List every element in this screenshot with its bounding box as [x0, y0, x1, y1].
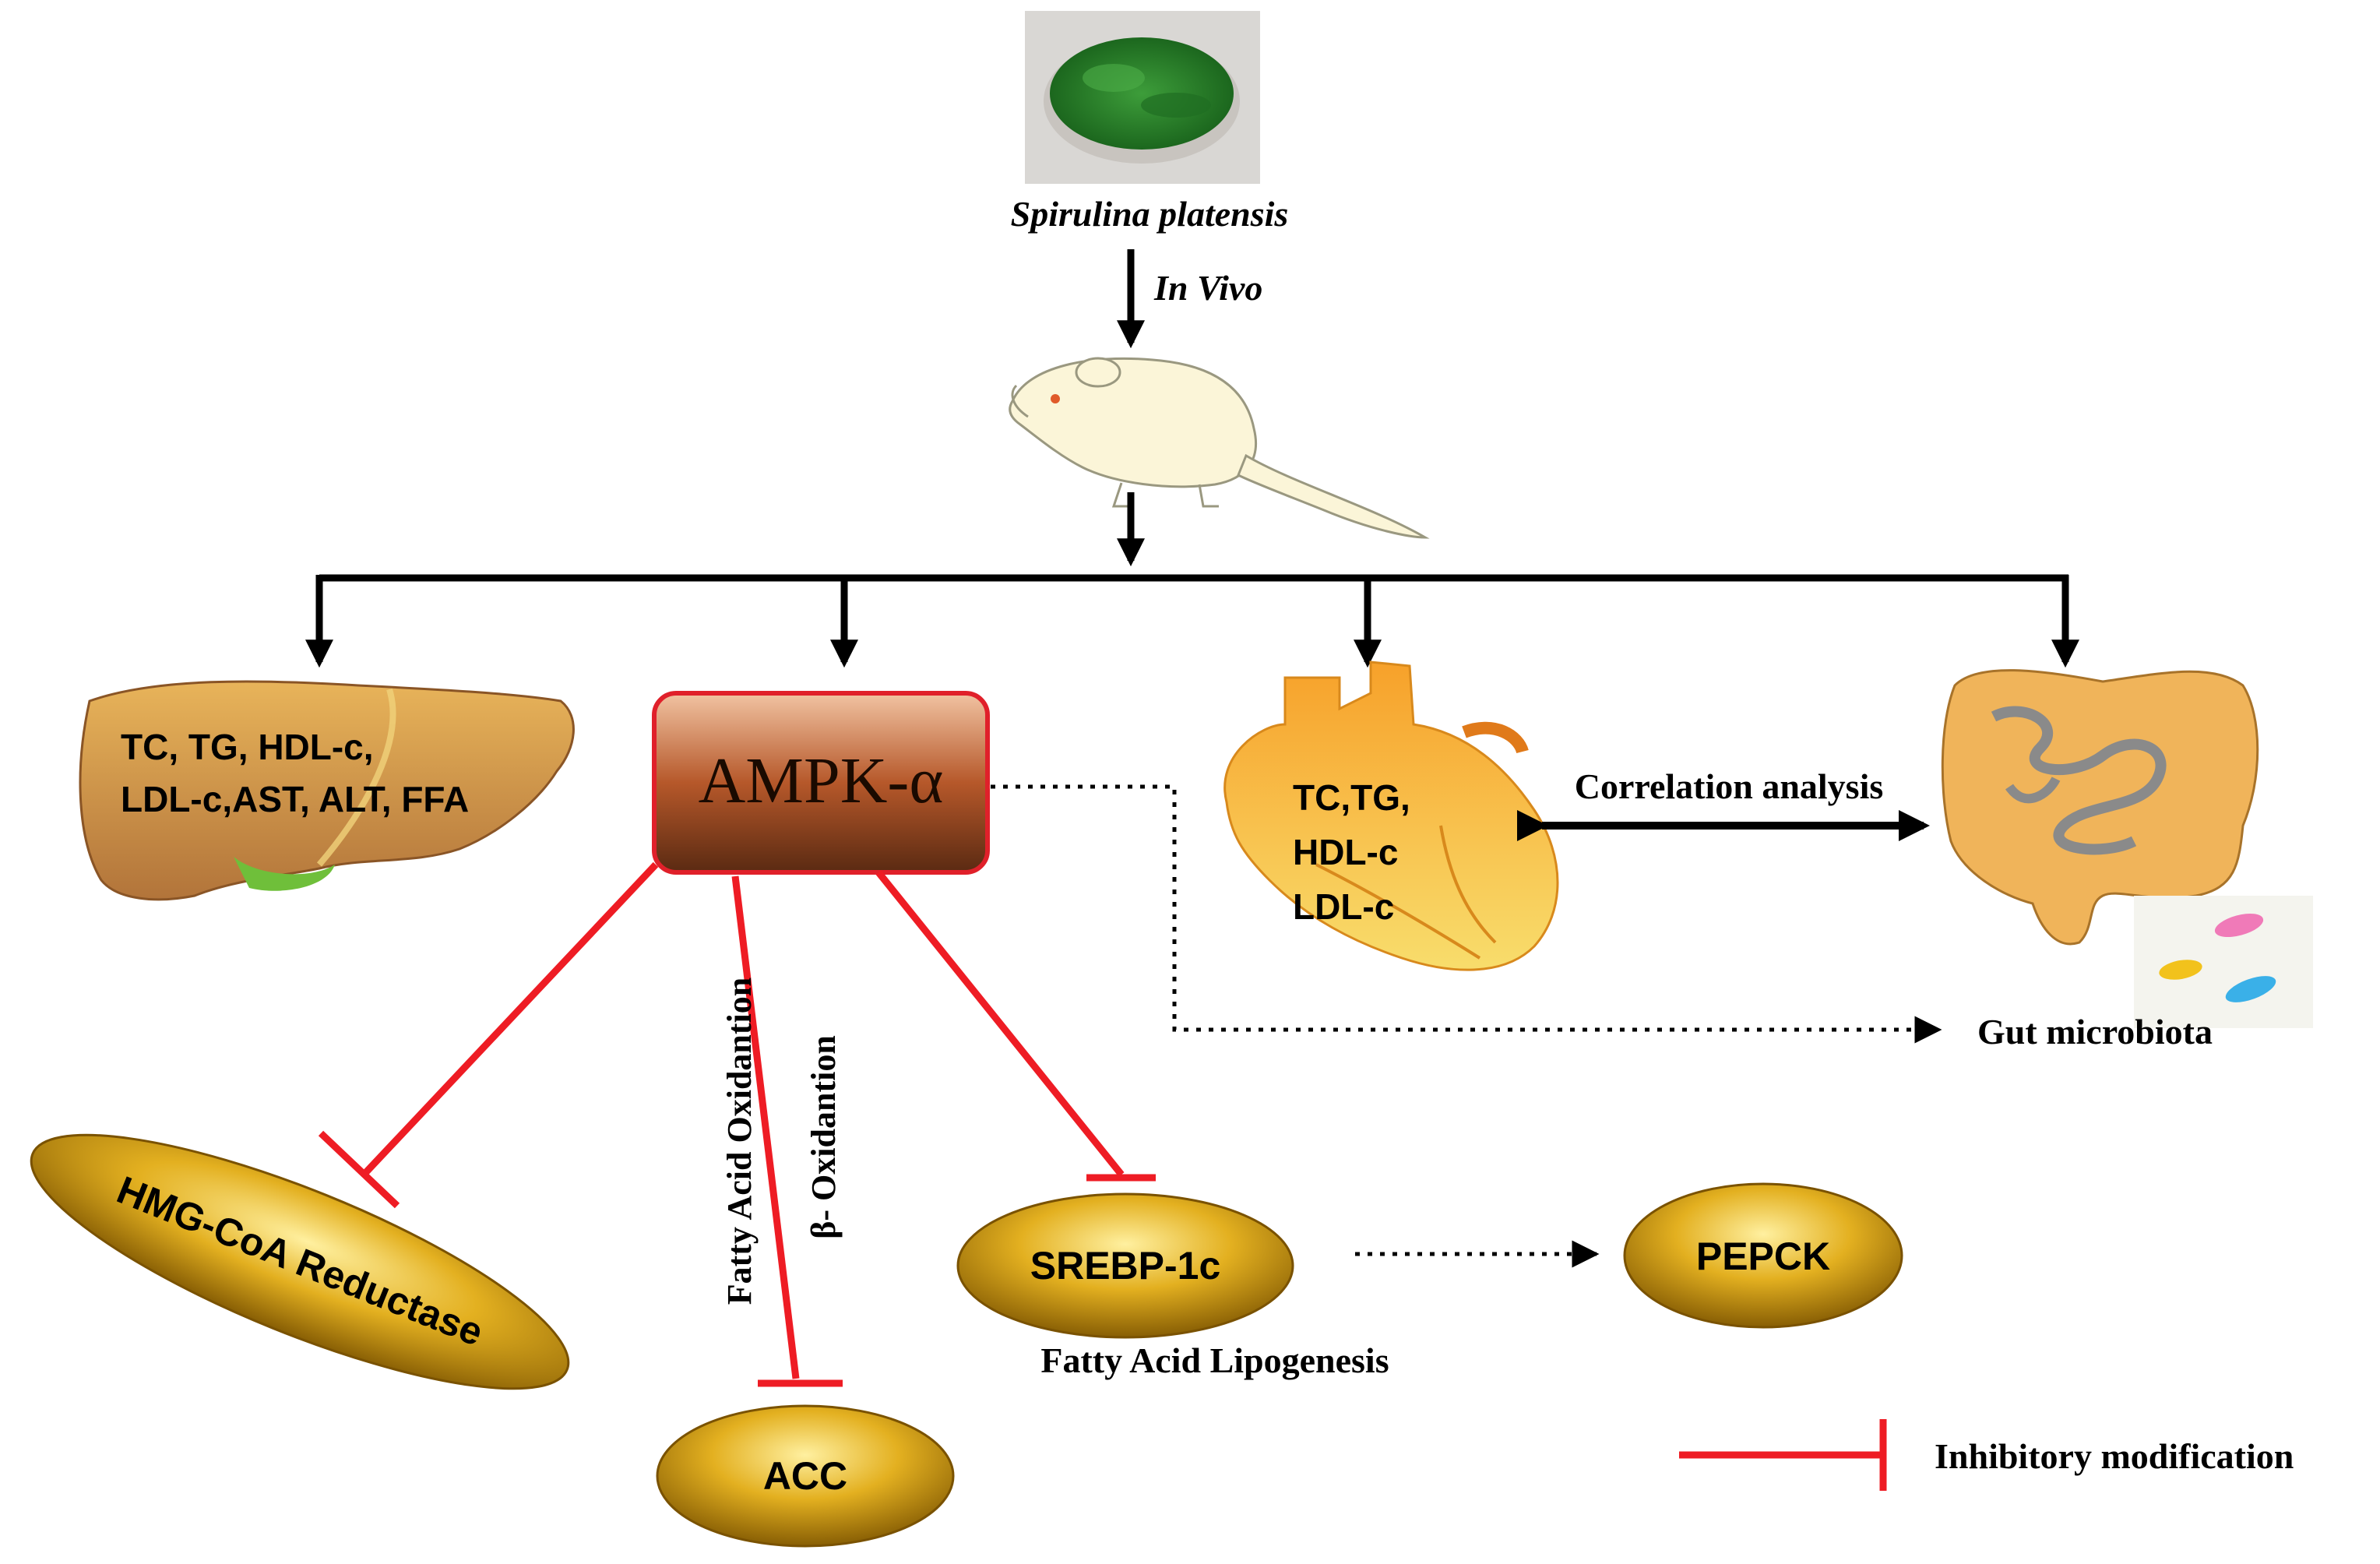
srebp-label: SREBP-1c	[1030, 1244, 1221, 1287]
hmg-coa-reductase-node: HMG-CoA Reductase	[30, 1133, 570, 1390]
spirulina-image	[1025, 11, 1260, 184]
rat-icon	[1009, 357, 1430, 539]
lipogenesis-label: Fatty Acid Lipogenesis	[1040, 1340, 1389, 1380]
in-vivo-label: In Vivo	[1153, 268, 1262, 308]
srebp-node	[956, 1192, 1294, 1339]
pepck-label: PEPCK	[1696, 1235, 1830, 1278]
inhibit-ampk-hmg	[318, 861, 659, 1209]
gut-microbiota-label: Gut microbiota	[1977, 1012, 2213, 1051]
beta-oxidation-label: β- Oxidantion	[804, 1035, 843, 1239]
spirulina-label: Spirulina platensis	[1011, 194, 1289, 234]
ampk-box	[652, 691, 990, 875]
bacteria-icon	[2134, 896, 2313, 1028]
heart-markers-line2: HDL-c	[1293, 832, 1398, 872]
liver-icon	[79, 680, 575, 901]
inhibit-ampk-acc	[731, 875, 843, 1387]
heart-icon	[1223, 660, 1559, 971]
heart-markers-line3: LDL-c	[1293, 886, 1394, 927]
pepck-node	[1623, 1182, 1903, 1329]
acc-label: ACC	[763, 1454, 847, 1498]
legend-inhibitory	[1679, 1419, 1887, 1491]
acc-node	[656, 1404, 955, 1548]
heart-markers-line1: TC,TG,	[1293, 777, 1410, 818]
liver-markers-line1: TC, TG, HDL-c,	[121, 727, 374, 767]
legend-label: Inhibitory modification	[1935, 1436, 2294, 1476]
intestine-icon	[1941, 669, 2259, 946]
fatty-acid-oxidation-label: Fatty Acid Oxidantion	[720, 978, 759, 1305]
inhibit-ampk-srebp	[875, 870, 1156, 1182]
liver-markers-line2: LDL-c,AST, ALT, FFA	[121, 779, 469, 819]
dotted-ampk-to-gut	[991, 784, 1942, 1044]
correlation-label: Correlation analysis	[1575, 766, 1884, 806]
ampk-label: AMPK-α	[699, 745, 944, 817]
